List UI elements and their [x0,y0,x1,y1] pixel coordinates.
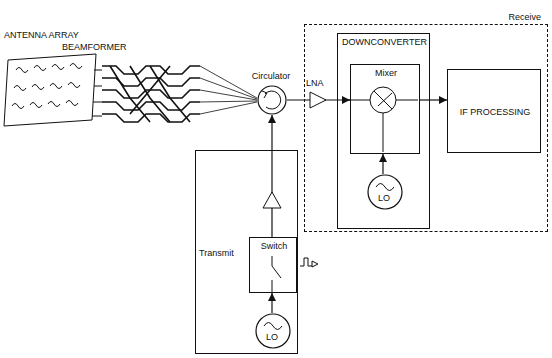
signal-connector [271,115,272,237]
part-label: ANTENNA ARRAY [4,30,79,41]
node-text: IF PROCESSING [460,107,531,118]
part-label: LNA [306,78,324,89]
node-text: Receive [508,12,541,23]
node-text: Switch [261,241,288,252]
signal-connector [271,293,272,313]
mixer-box: Mixer [350,64,420,154]
node-text: Circulator [252,71,291,82]
part-label: BEAMFORMER [62,42,127,53]
node-text: DOWNCONVERTER [342,37,427,48]
circle-outline [367,174,403,210]
circle-outline [257,85,287,115]
signal-connector [420,99,447,100]
lo-oscillator: LO [367,174,403,210]
node-text: LO [266,332,278,343]
node-text: LO [378,193,390,204]
antenna-array [4,54,102,126]
receive-section: ReceiveDOWNCONVERTERMixerLOIF PROCESSING [304,24,548,232]
transmit-section: Transmit SwitchLO [195,150,298,354]
mixer-symbol [348,87,418,152]
node-text: Transmit [199,248,234,259]
downconverter-box: DOWNCONVERTER MixerLO [337,33,430,229]
transmit-amplifier [263,192,281,208]
node-text: Mixer [375,68,397,79]
switch-box: Switch [249,237,297,293]
circulator: Circulator [257,85,287,115]
circle-outline [255,313,291,349]
pulse-symbol [300,258,318,267]
if-processing-box: IF PROCESSING [447,69,541,153]
switch-symbol [272,256,281,292]
lna-amplifier [310,92,326,108]
beamformer-network [102,66,200,122]
signal-connector [382,154,383,174]
lo-oscillator: LO [255,313,291,349]
